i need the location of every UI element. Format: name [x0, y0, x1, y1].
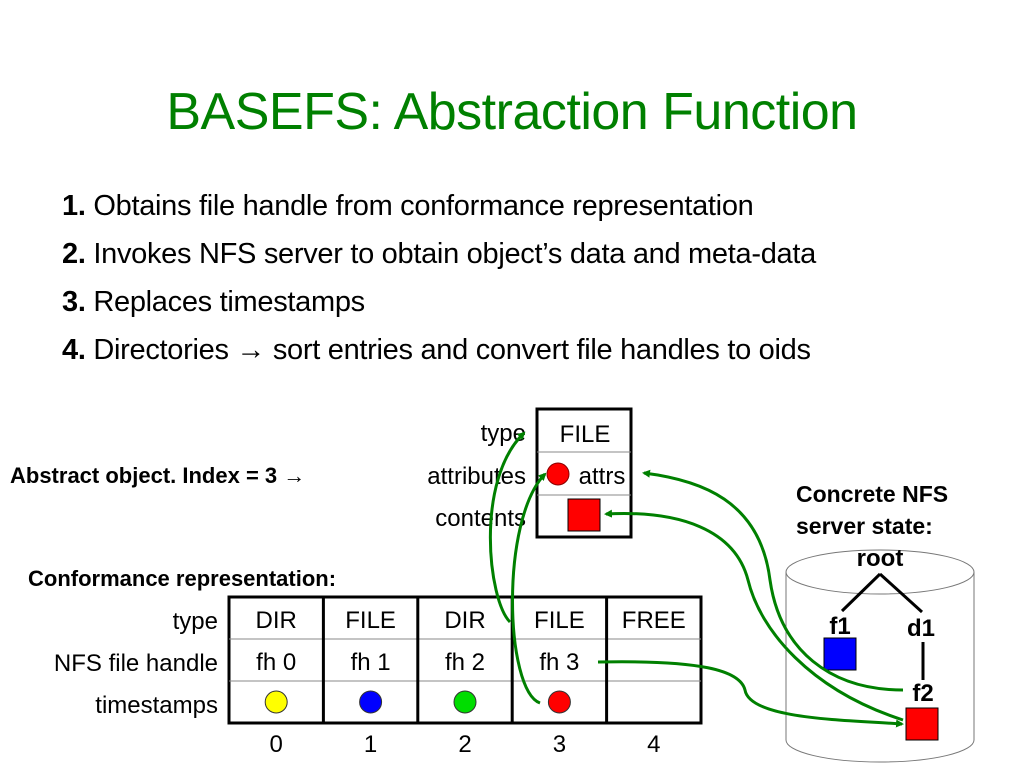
abstract-attrs-value: attrs — [579, 463, 626, 490]
nfs-caption-line1: Concrete NFS — [796, 481, 949, 507]
cell-file-handle: fh 0 — [256, 649, 296, 676]
node-d1: d1 — [907, 615, 935, 642]
timestamp-dot — [453, 690, 477, 714]
conformance-label-timestamps: timestamps — [95, 692, 218, 719]
timestamp-dot — [359, 690, 383, 714]
node-root: root — [857, 545, 904, 572]
bullet-text: Obtains file handle from conformance rep… — [93, 190, 754, 222]
arrow-handle-to-f2 — [597, 660, 904, 728]
conformance-caption: Conformance representation: — [28, 566, 337, 591]
cell-type: FILE — [534, 607, 585, 634]
tree-edge-root-f1 — [840, 572, 882, 613]
abstract-label-contents: contents — [435, 505, 526, 532]
bullet-4: 4. Directories → sort entries and conver… — [62, 334, 811, 367]
arrow-type-to-abstract — [488, 431, 526, 624]
column-index: 1 — [364, 731, 377, 758]
bullet-number: 1. — [62, 190, 86, 222]
f1-file-square — [823, 637, 857, 671]
conformance-table: DIR fh 0 0 FILE fh 1 1 DIR fh 2 2 FILE fh 3 3 FREE 4 — [227, 595, 703, 758]
cell-type: FREE — [622, 607, 686, 634]
cell-type: FILE — [345, 607, 396, 634]
bullet-1: 1. Obtains file handle from conformance … — [62, 190, 754, 223]
contents-square — [567, 498, 601, 532]
arrow-f2-to-attrs — [642, 469, 904, 692]
slide-title: BASEFS: Abstraction Function — [166, 83, 858, 141]
f2-file-square — [905, 707, 939, 741]
column-index: 3 — [553, 731, 566, 758]
abstract-label-attributes: attributes — [427, 463, 526, 490]
arrows — [488, 431, 904, 728]
bullet-number: 4. — [62, 334, 86, 366]
nfs-server-cylinder — [785, 549, 975, 763]
column-index: 0 — [270, 731, 283, 758]
timestamp-dot — [264, 690, 288, 714]
conformance-label-type: type — [172, 608, 218, 635]
timestamp-dot — [547, 690, 571, 714]
cell-type: DIR — [444, 607, 485, 634]
node-f1: f1 — [829, 613, 850, 640]
bullet-text: Invokes NFS server to obtain object’s da… — [93, 238, 816, 270]
bullet-text: Replaces timestamps — [93, 286, 365, 318]
arrow-f2-to-contents — [604, 509, 904, 722]
nfs-caption-line2: server state: — [796, 513, 933, 539]
abstract-type-value: FILE — [560, 421, 611, 448]
abstract-object-caption: Abstract object. Index = 3 → — [10, 463, 306, 488]
attribute-timestamp-dot — [546, 462, 570, 486]
table-border — [227, 595, 703, 725]
node-f2: f2 — [912, 680, 933, 707]
tree-edge-root-d1 — [878, 572, 924, 614]
bullet-text: Directories → sort entries and convert f… — [93, 334, 811, 366]
conformance-label-handle: NFS file handle — [53, 650, 218, 677]
bullet-2: 2. Invokes NFS server to obtain object’s… — [62, 238, 816, 271]
cell-file-handle: fh 3 — [539, 649, 579, 676]
bullet-number: 2. — [62, 238, 86, 270]
bullet-number: 3. — [62, 286, 86, 318]
cell-file-handle: fh 1 — [351, 649, 391, 676]
bullet-3: 3. Replaces timestamps — [62, 286, 365, 319]
cell-type: DIR — [256, 607, 297, 634]
arrow-timestamp-to-attributes — [511, 472, 547, 705]
cell-file-handle: fh 2 — [445, 649, 485, 676]
column-index: 4 — [647, 731, 660, 758]
column-index: 2 — [458, 731, 471, 758]
